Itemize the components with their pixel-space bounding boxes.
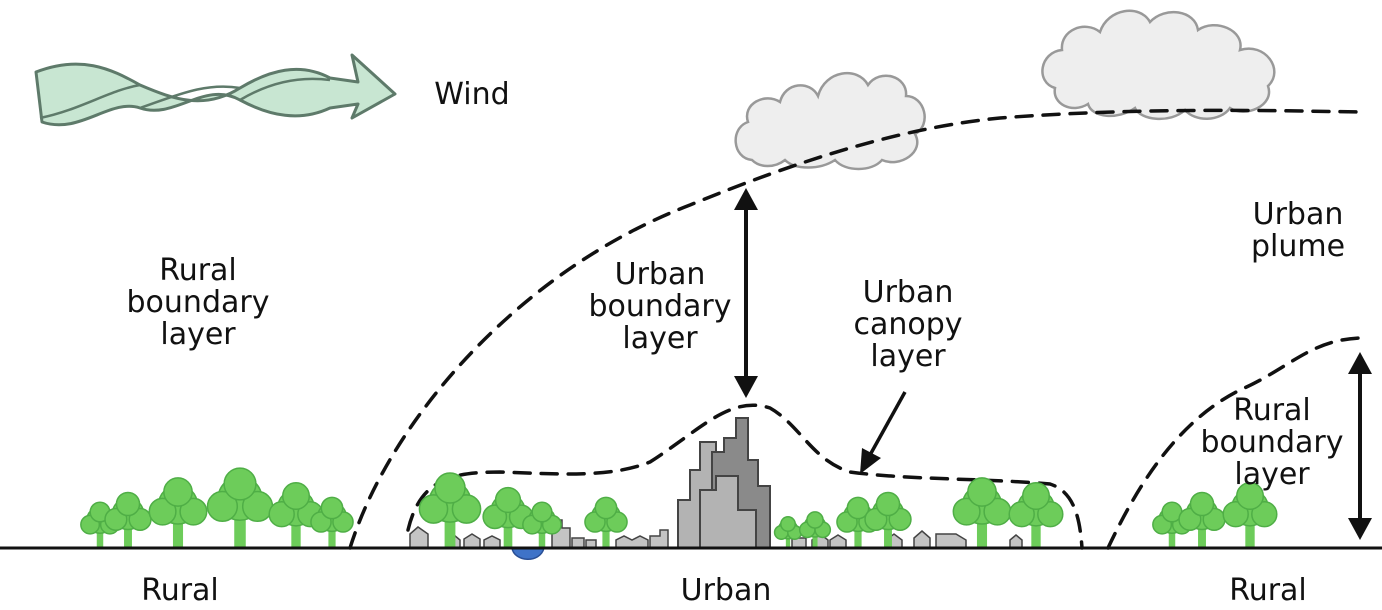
cloud-icon bbox=[734, 71, 926, 171]
urban-boundary-layer-label: Urban boundary layer bbox=[589, 257, 732, 356]
urban-canopy-pointer-arrow bbox=[860, 391, 907, 474]
rural-boundary-layer-right-label: Rural boundary layer bbox=[1201, 393, 1344, 492]
svg-text:Rural: Rural bbox=[1233, 393, 1311, 428]
svg-text:Urban: Urban bbox=[863, 275, 954, 310]
rural-boundary-layer-height-arrow bbox=[1348, 352, 1372, 540]
tree-icon bbox=[773, 516, 803, 548]
svg-text:layer: layer bbox=[160, 317, 236, 352]
tree-icon bbox=[864, 491, 912, 548]
tree-icon bbox=[1008, 481, 1064, 548]
rural-boundary-layer-right-line bbox=[1106, 336, 1362, 550]
tree-icon bbox=[418, 472, 482, 548]
wind-arrow-icon bbox=[34, 53, 397, 127]
water-icon bbox=[511, 547, 545, 560]
tree-icon bbox=[584, 496, 628, 548]
urban-canopy-layer-line bbox=[406, 403, 1084, 550]
urban-boundary-layer-height-arrow bbox=[734, 188, 758, 398]
svg-text:layer: layer bbox=[870, 339, 946, 374]
ground-label-urban: Urban bbox=[681, 573, 772, 608]
ground-label-rural-right: Rural bbox=[1229, 573, 1307, 608]
tree-icon bbox=[482, 486, 534, 548]
tree-icon bbox=[80, 501, 120, 548]
cloud-icon bbox=[1041, 9, 1276, 120]
svg-text:boundary: boundary bbox=[589, 289, 732, 324]
svg-text:boundary: boundary bbox=[127, 285, 270, 320]
tree-icon bbox=[522, 501, 562, 548]
tree-icon bbox=[104, 491, 152, 548]
tree-icon bbox=[952, 477, 1012, 548]
urban-canopy-layer-label: Urban canopy layer bbox=[853, 275, 962, 374]
svg-text:Urban: Urban bbox=[1253, 197, 1344, 232]
wind-label: Wind bbox=[434, 77, 509, 112]
tree-icon bbox=[268, 481, 324, 548]
tree-icon bbox=[1222, 481, 1278, 548]
svg-text:Urban: Urban bbox=[615, 257, 706, 292]
svg-text:layer: layer bbox=[622, 321, 698, 356]
svg-text:boundary: boundary bbox=[1201, 425, 1344, 460]
tree-icon bbox=[1178, 491, 1226, 548]
building-icon bbox=[677, 417, 771, 549]
urban-boundary-layer-line bbox=[348, 108, 1362, 550]
svg-text:canopy: canopy bbox=[853, 307, 962, 342]
tree-icon bbox=[148, 477, 208, 548]
urban-plume-label: Urban plume bbox=[1251, 197, 1345, 264]
tree-icon bbox=[798, 511, 832, 548]
tree-icon bbox=[206, 467, 274, 548]
svg-text:Rural: Rural bbox=[159, 253, 237, 288]
tree-icon bbox=[310, 496, 354, 548]
rural-boundary-layer-left-label: Rural boundary layer bbox=[127, 253, 270, 352]
tree-group bbox=[80, 467, 1278, 548]
svg-text:layer: layer bbox=[1234, 457, 1310, 492]
svg-text:plume: plume bbox=[1251, 229, 1345, 264]
ground-label-rural-left: Rural bbox=[141, 573, 219, 608]
